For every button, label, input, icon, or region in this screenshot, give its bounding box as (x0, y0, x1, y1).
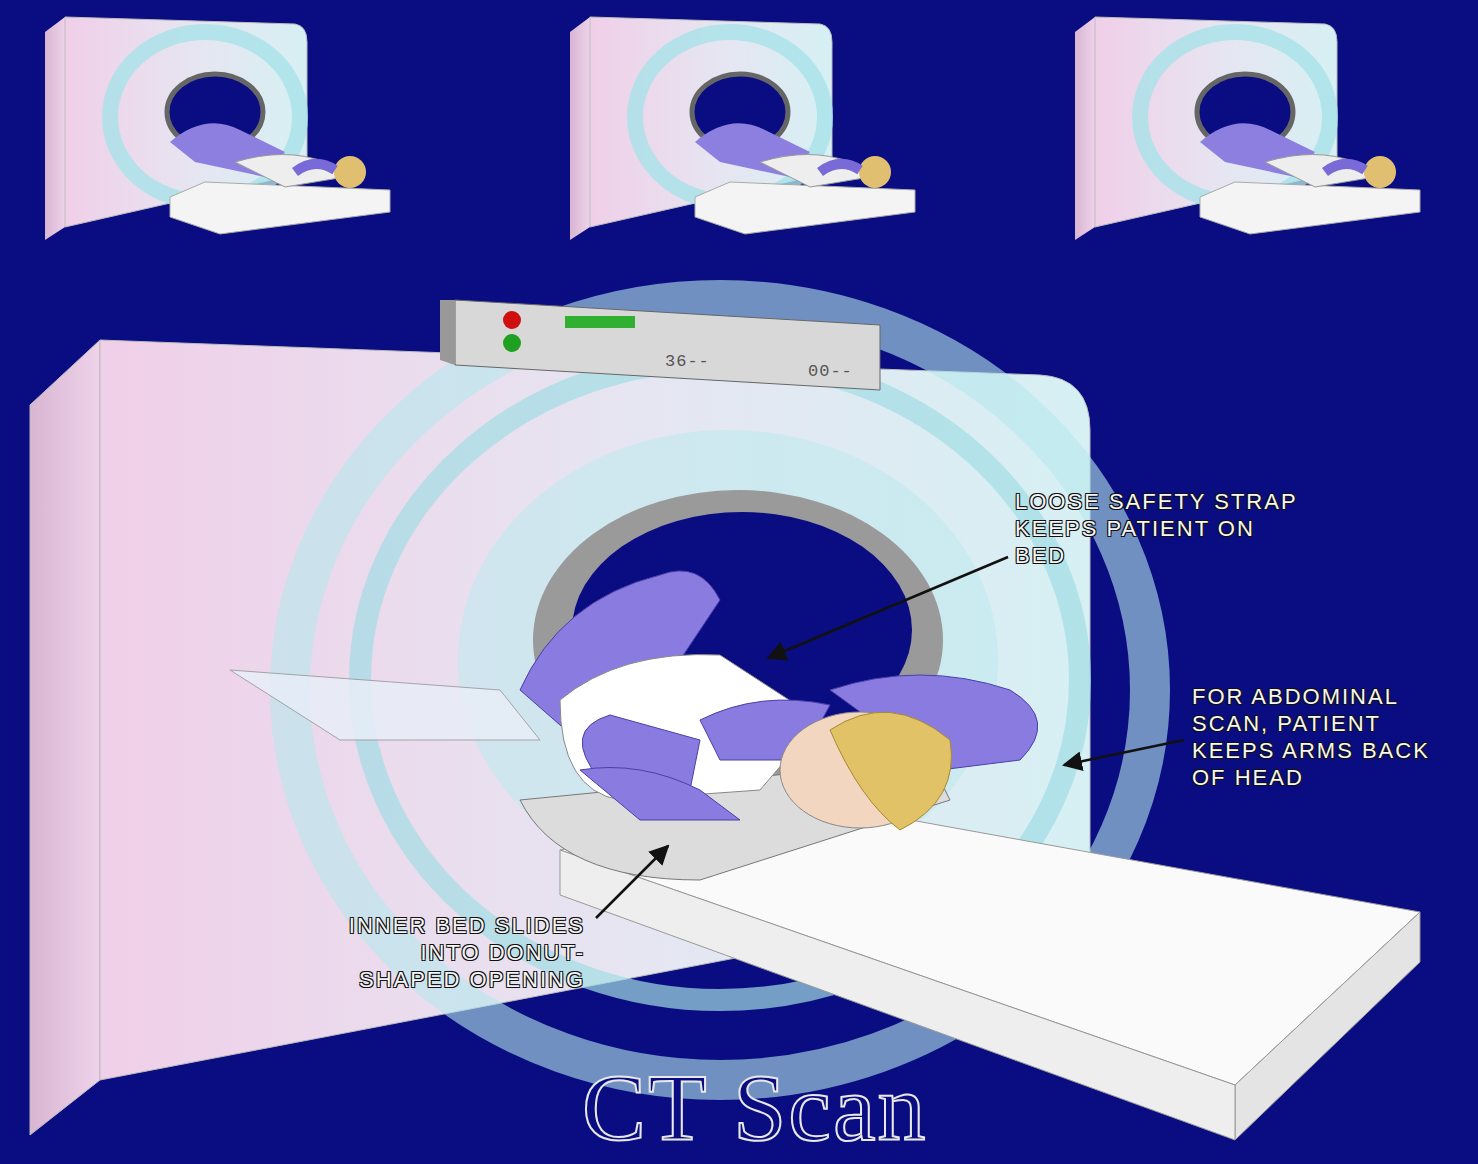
diagram-title: CT Scan (582, 1060, 928, 1156)
leader-lines (596, 557, 1184, 918)
patient (520, 571, 1038, 830)
display-reading: 00-- (808, 362, 853, 381)
callout-label: FOR ABDOMINAL SCAN, PATIENT KEEPS ARMS B… (1192, 683, 1470, 791)
inner-bed (230, 670, 540, 740)
callout-label: LOOSE SAFETY STRAP KEEPS PATIENT ON BED (1015, 488, 1300, 569)
display-panel (455, 300, 880, 390)
display-reading: 36-- (665, 352, 710, 371)
callout-label: INNER BED SLIDES INTO DONUT-SHAPED OPENI… (320, 912, 585, 993)
